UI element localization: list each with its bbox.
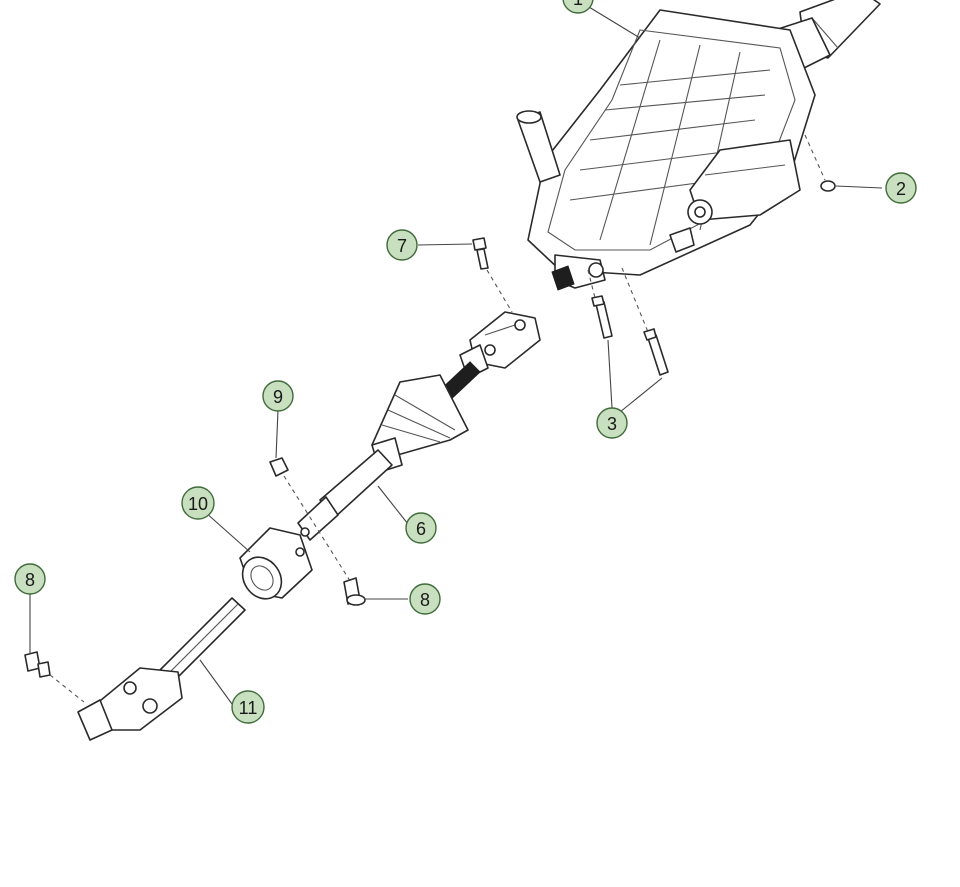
callout-11: 11 <box>231 690 265 724</box>
bolt-part-3b <box>621 267 669 376</box>
callout-6: 6 <box>405 512 437 544</box>
nut-part-9 <box>269 457 353 585</box>
leader-lines <box>29 3 883 705</box>
lower-shaft-part-11 <box>77 597 246 741</box>
callout-2: 2 <box>885 172 917 204</box>
callout-10: 10 <box>181 486 215 520</box>
callout-8-left-label: 8 <box>25 570 35 590</box>
callout-3: 3 <box>596 407 628 439</box>
bolt-part-3a <box>587 269 613 339</box>
callout-8-right-label: 8 <box>420 590 430 610</box>
callout-11-label: 11 <box>239 698 258 718</box>
bolt-part-7 <box>472 237 513 313</box>
callout-8-left: 8 <box>14 563 46 595</box>
grommet-part-10 <box>239 527 313 600</box>
intermediate-shaft-part-6 <box>297 361 481 541</box>
callout-7-label: 7 <box>397 236 407 256</box>
callout-6-label: 6 <box>416 519 426 539</box>
callout-2-label: 2 <box>896 179 906 199</box>
callout-7: 7 <box>386 229 418 261</box>
callout-10-label: 10 <box>188 494 208 514</box>
callout-1: 1 <box>562 0 594 14</box>
nut-part-2 <box>804 134 836 192</box>
callout-3-label: 3 <box>607 414 617 434</box>
bolt-part-8-right <box>343 577 366 606</box>
bolt-part-8-left <box>24 651 85 703</box>
callout-1-label: 1 <box>573 0 583 9</box>
callout-9: 9 <box>262 380 294 412</box>
callout-9-label: 9 <box>273 387 283 407</box>
callout-8-right: 8 <box>409 583 441 615</box>
steering-column-housing <box>516 0 881 291</box>
